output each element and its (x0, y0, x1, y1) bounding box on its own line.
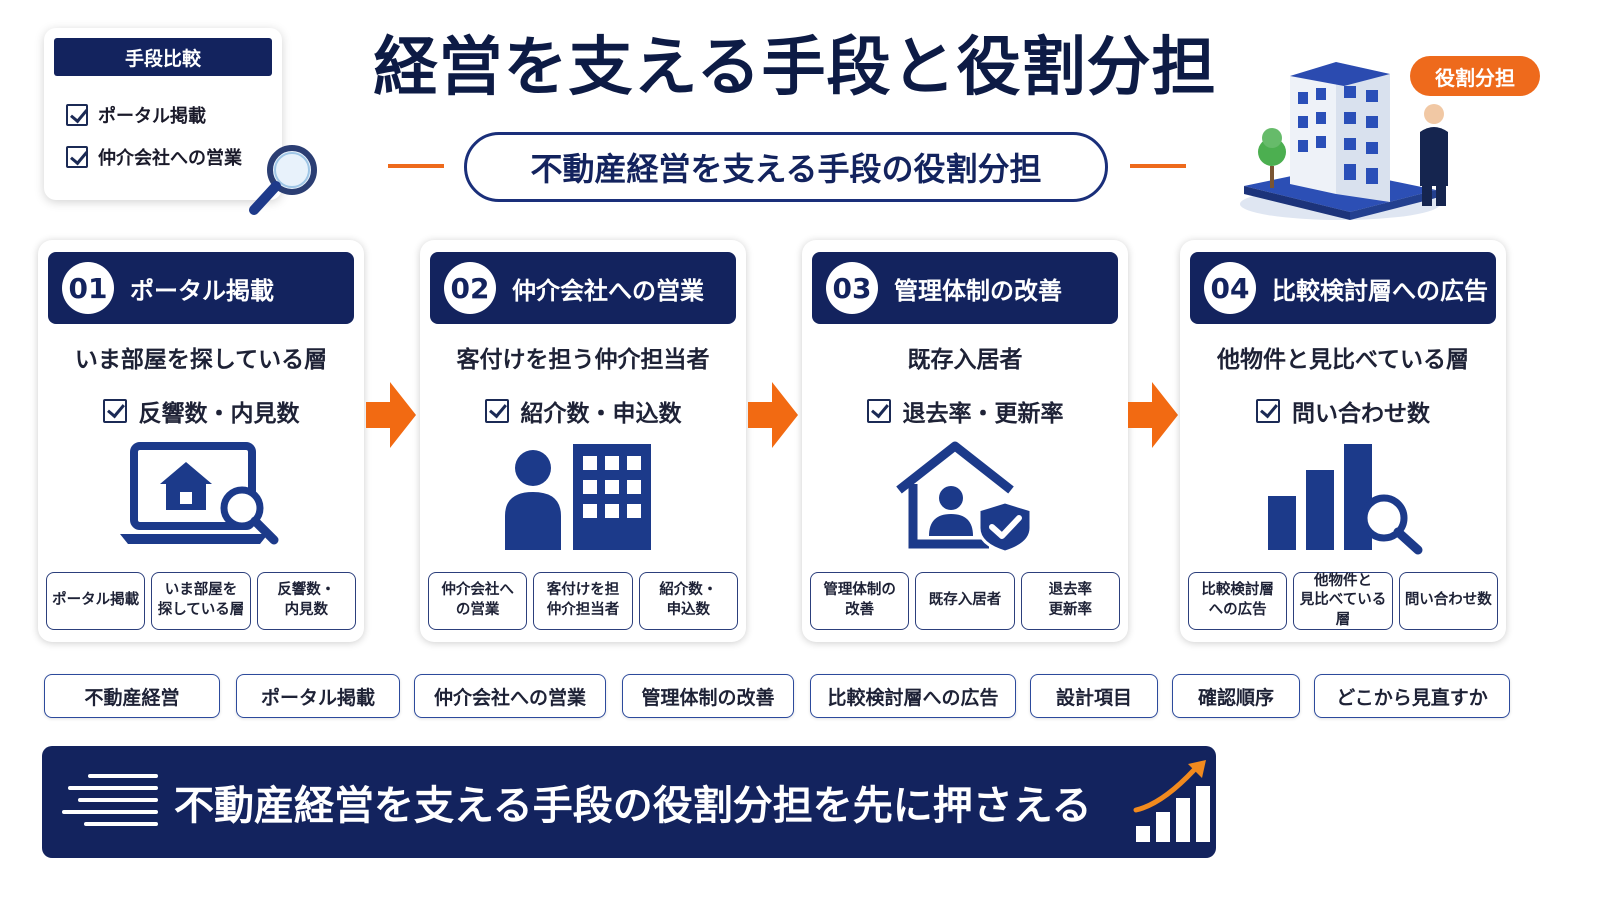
card-title: 比較検討層への広告 (1272, 276, 1488, 305)
chip-design-items: 設計項目 (1030, 674, 1158, 718)
checkbox-icon (484, 399, 509, 423)
card-icon-wrap (1180, 440, 1506, 555)
step-number: 01 (62, 262, 114, 314)
tag: 既存入居者 (915, 572, 1015, 630)
tag: ポータル掲載 (46, 572, 146, 630)
chip-management-improvement: 管理体制の改善 (622, 674, 794, 718)
card-metric: 反響数・内見数 (38, 394, 364, 428)
card-metric: 問い合わせ数 (1180, 394, 1506, 428)
legend-item-broker: 仲介会社への営業 (66, 144, 242, 170)
arrow-right-icon (1128, 382, 1178, 448)
step-card-02: 02 仲介会社への営業 客付けを担う仲介担当者 紹介数・申込数 仲介会社へ の営… (420, 240, 746, 642)
card-target: 他物件と見比べている層 (1216, 347, 1470, 373)
tag: 管理体制の 改善 (810, 572, 910, 630)
tag: 仲介会社へ の営業 (428, 572, 528, 630)
checkbox-icon (66, 146, 88, 168)
tag: 紹介数・ 申込数 (638, 572, 738, 630)
person-building-icon (505, 444, 651, 550)
card-header: 04 比較検討層への広告 (1190, 252, 1496, 324)
card-metric-label: 問い合わせ数 (1292, 401, 1430, 427)
subtitle-rule-right (1130, 164, 1186, 168)
card-target: いま部屋を探している層 (74, 347, 328, 373)
card-tags: 管理体制の 改善 既存入居者 退去率 更新率 (810, 572, 1120, 630)
chip-broker-sales: 仲介会社への営業 (414, 674, 606, 718)
step-card-04: 04 比較検討層への広告 他物件と見比べている層 問い合わせ数 比較検討層 への… (1180, 240, 1506, 642)
card-header: 03 管理体制の改善 (812, 252, 1118, 324)
chip-real-estate-management: 不動産経営 (44, 674, 220, 718)
tag: いま部屋を 探している層 (151, 572, 251, 630)
role-badge: 役割分担 (1410, 56, 1540, 96)
subtitle-pill: 不動産経営を支える手段の役割分担 (464, 132, 1108, 202)
page-title: 経営を支える手段と役割分担 (373, 31, 1217, 105)
tag: 比較検討層 への広告 (1188, 572, 1288, 630)
magnifier-icon (249, 145, 317, 215)
building-person-icon (1240, 62, 1448, 220)
subtitle-rule-left (388, 164, 444, 168)
card-header: 02 仲介会社への営業 (430, 252, 736, 324)
banner-text: 不動産経営を支える手段の役割分担を先に押さえる (174, 783, 1092, 829)
card-tags: ポータル掲載 いま部屋を 探している層 反響数・ 内見数 (46, 572, 356, 630)
step-number: 04 (1204, 262, 1256, 314)
legend-item-portal: ポータル掲載 (66, 102, 206, 128)
growth-chart-icon (1133, 760, 1210, 842)
tag: 反響数・ 内見数 (256, 572, 356, 630)
card-metric-label: 退去率・更新率 (902, 401, 1064, 427)
step-card-01: 01 ポータル掲載 いま部屋を探している層 反響数・内見数 ポータル掲載 いま部… (38, 240, 364, 642)
card-target: 客付けを担う仲介担当者 (456, 347, 710, 373)
house-resident-shield-icon (896, 441, 1033, 554)
card-header: 01 ポータル掲載 (48, 252, 354, 324)
checkbox-icon (866, 399, 891, 423)
card-title: 管理体制の改善 (894, 276, 1062, 305)
card-metric-label: 反響数・内見数 (138, 401, 300, 427)
checkbox-icon (102, 399, 127, 423)
laptop-house-search-icon (120, 442, 279, 545)
card-metric: 紹介数・申込数 (420, 394, 746, 428)
step-card-03: 03 管理体制の改善 既存入居者 退去率・更新率 管理体制の 改善 既存入居者 … (802, 240, 1128, 642)
tag: 退去率 更新率 (1020, 572, 1120, 630)
card-tags: 仲介会社へ の営業 客付けを担 仲介担当者 紹介数・ 申込数 (428, 572, 738, 630)
step-number: 02 (444, 262, 496, 314)
chip-comparison-ads: 比較検討層への広告 (810, 674, 1016, 718)
legend-item-label: ポータル掲載 (98, 106, 206, 127)
bottom-banner: 不動産経営を支える手段の役割分担を先に押さえる (42, 746, 1216, 858)
legend-item-label: 仲介会社への営業 (98, 148, 242, 169)
card-icon-wrap (420, 440, 746, 555)
card-title: 仲介会社への営業 (512, 276, 704, 305)
card-icon-wrap (38, 440, 364, 555)
speed-lines-icon (62, 774, 158, 826)
tag: 客付けを担 仲介担当者 (533, 572, 633, 630)
card-metric-label: 紹介数・申込数 (520, 401, 682, 427)
tag: 問い合わせ数 (1398, 572, 1498, 630)
tag: 他物件と 見比べている層 (1293, 572, 1393, 630)
card-tags: 比較検討層 への広告 他物件と 見比べている層 問い合わせ数 (1188, 572, 1498, 630)
chip-check-order: 確認順序 (1172, 674, 1300, 718)
card-target: 既存入居者 (907, 347, 1023, 373)
arrow-right-icon (366, 382, 416, 448)
checkbox-icon (1256, 399, 1280, 423)
step-number: 03 (826, 262, 878, 314)
card-title: ポータル掲載 (130, 276, 274, 305)
legend-card: 手段比較 ポータル掲載 仲介会社への営業 (44, 28, 282, 200)
chip-portal: ポータル掲載 (236, 674, 400, 718)
bar-chart-search-icon (1268, 444, 1423, 555)
card-metric: 退去率・更新率 (802, 394, 1128, 428)
chip-where-to-review: どこから見直すか (1314, 674, 1510, 718)
arrow-right-icon (748, 382, 798, 448)
legend-title: 手段比較 (54, 38, 272, 76)
card-icon-wrap (802, 440, 1128, 555)
checkbox-icon (66, 104, 88, 126)
